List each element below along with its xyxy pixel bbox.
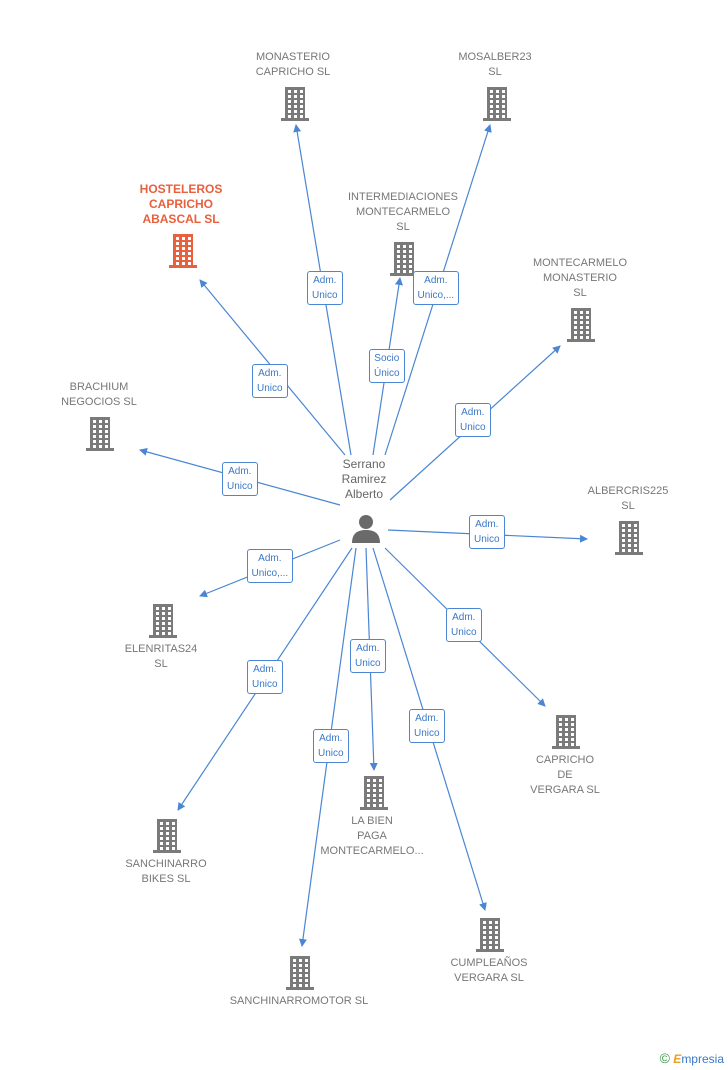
edge-label-labien[interactable]: Adm. Unico	[350, 639, 386, 673]
building-icon	[153, 819, 181, 853]
edge-label-brachium[interactable]: Adm. Unico	[222, 462, 258, 496]
building-icon	[390, 242, 418, 276]
edge-label-sanchinarrobikes[interactable]: Adm. Unico	[247, 660, 283, 694]
edge-label-albercris[interactable]: Adm. Unico	[469, 515, 505, 549]
edge-label-monasterio[interactable]: Adm. Unico	[307, 271, 343, 305]
building-icon	[360, 776, 388, 810]
company-label-capricho: CAPRICHO DE VERGARA SL	[530, 754, 600, 796]
edge-label-elenritas[interactable]: Adm. Unico,...	[246, 549, 294, 583]
edge-label-intermediaciones[interactable]: Socio Único	[369, 349, 405, 383]
center-person-label: Serrano Ramirez Alberto	[341, 457, 387, 501]
company-label-elenritas: ELENRITAS24 SL	[124, 643, 198, 670]
company-label-hosteleros: HOSTELEROS CAPRICHO ABASCAL SL	[139, 182, 223, 226]
brand-name: mpresia	[681, 1052, 724, 1066]
edge-label-cumpleanos[interactable]: Adm. Unico	[409, 709, 445, 743]
company-label-sanchinarromotor: SANCHINARROMOTOR SL	[229, 995, 369, 1007]
building-icon	[483, 87, 511, 121]
building-icon	[567, 308, 595, 342]
company-label-mosalber: MOSALBER23 SL	[458, 51, 532, 78]
edge-label-sanchinarromotor[interactable]: Adm. Unico	[313, 729, 349, 763]
company-label-albercris: ALBERCRIS225 SL	[587, 485, 669, 512]
company-label-labien: LA BIEN PAGA MONTECARMELO...	[320, 815, 424, 857]
edge-label-hosteleros[interactable]: Adm. Unico	[252, 364, 288, 398]
building-icon	[286, 956, 314, 990]
company-label-brachium: BRACHIUM NEGOCIOS SL	[61, 381, 137, 408]
building-icon	[552, 715, 580, 749]
company-label-montecarmelo: MONTECARMELO MONASTERIO SL	[532, 257, 628, 299]
company-label-cumpleanos: CUMPLEAÑOS VERGARA SL	[450, 957, 528, 984]
company-label-intermediaciones: INTERMEDIACIONES MONTECARMELO SL	[347, 191, 458, 233]
brand-initial: E	[673, 1052, 682, 1066]
building-icon	[476, 918, 504, 952]
empresia-watermark: © Empresia	[660, 1050, 724, 1066]
person-icon	[352, 515, 380, 543]
edge-label-capricho[interactable]: Adm. Unico	[446, 608, 482, 642]
edge-label-mosalber[interactable]: Adm. Unico,...	[412, 271, 460, 305]
building-icon	[149, 604, 177, 638]
company-label-monasterio: MONASTERIO CAPRICHO SL	[255, 51, 331, 78]
copyright-symbol: ©	[659, 1050, 670, 1066]
edge-label-montecarmelo[interactable]: Adm. Unico	[455, 403, 491, 437]
company-label-sanchinarrobikes: SANCHINARRO BIKES SL	[125, 858, 207, 885]
building-icon	[281, 87, 309, 121]
building-icon	[86, 417, 114, 451]
building-icon	[615, 521, 643, 555]
building-icon	[169, 234, 197, 268]
